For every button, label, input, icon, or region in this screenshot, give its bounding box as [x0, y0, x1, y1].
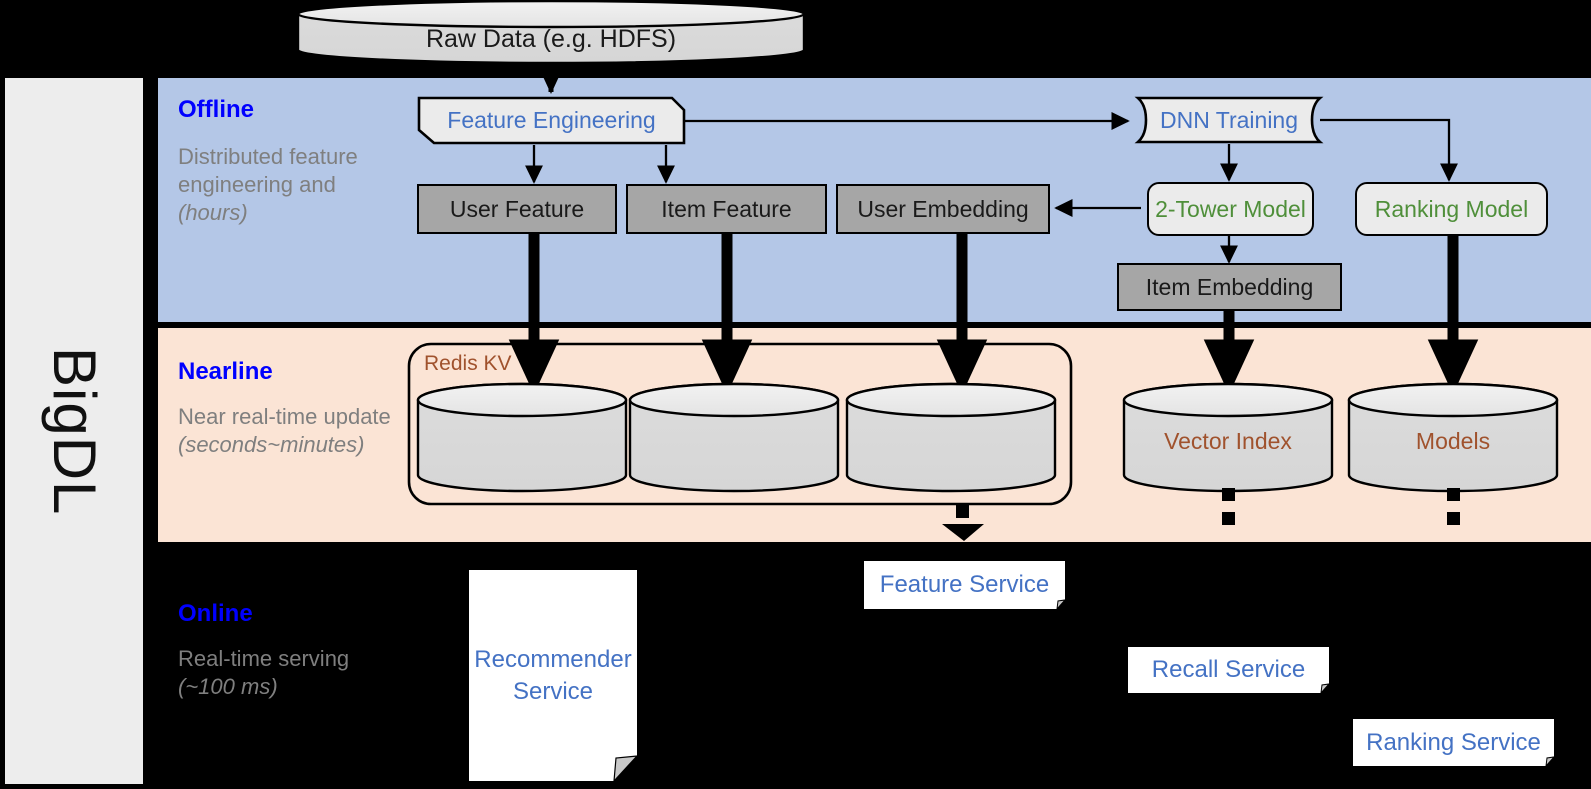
band-title-offline: Offline	[178, 96, 254, 123]
ranking-service-label[interactable]: Ranking Service	[1366, 728, 1541, 756]
band-subtitle-offline-text: Distributed feature engineering and	[178, 144, 358, 198]
raw-data-label: Raw Data (e.g. HDFS)	[425, 24, 677, 53]
band-title-online: Online	[178, 600, 253, 627]
band-subtitle-offline: Distributed feature engineering and (hou…	[178, 143, 378, 227]
user-feature-box: User Feature	[417, 184, 617, 234]
two-tower-model-box: 2-Tower Model	[1147, 182, 1314, 236]
ranking-model-box: Ranking Model	[1355, 182, 1548, 236]
band-subtitle-online: Real-time serving (~100 ms)	[178, 645, 388, 701]
band-subtitle-nearline: Near real-time update (seconds~minutes)	[178, 403, 408, 459]
models-label: Models	[1415, 427, 1491, 454]
band-title-nearline: Nearline	[178, 358, 273, 385]
band-subtitle-online-em: (~100 ms)	[178, 674, 278, 700]
feature-engineering-label: Feature Engineering	[447, 107, 656, 133]
dnn-training-label: DNN Training	[1159, 106, 1299, 133]
user-embedding-box: User Embedding	[836, 184, 1050, 234]
bigdl-framework-rail: BigDL	[5, 78, 143, 784]
band-subtitle-nearline-text: Near real-time update	[178, 404, 391, 429]
band-subtitle-nearline-em: (seconds~minutes)	[178, 432, 365, 458]
bigdl-label: BigDL	[41, 346, 108, 516]
recommender-service-label[interactable]: Recommender Service	[474, 646, 632, 705]
feature-service-label[interactable]: Feature Service	[879, 571, 1050, 598]
redis-kv-label: Redis KV	[424, 352, 512, 375]
item-embedding-box: Item Embedding	[1117, 263, 1342, 311]
band-subtitle-online-text: Real-time serving	[178, 646, 350, 671]
item-feature-box: Item Feature	[626, 184, 827, 234]
recall-service-label[interactable]: Recall Service	[1151, 656, 1306, 683]
band-subtitle-offline-em: (hours)	[178, 200, 248, 226]
vector-index-label: Vector Index	[1164, 427, 1292, 454]
